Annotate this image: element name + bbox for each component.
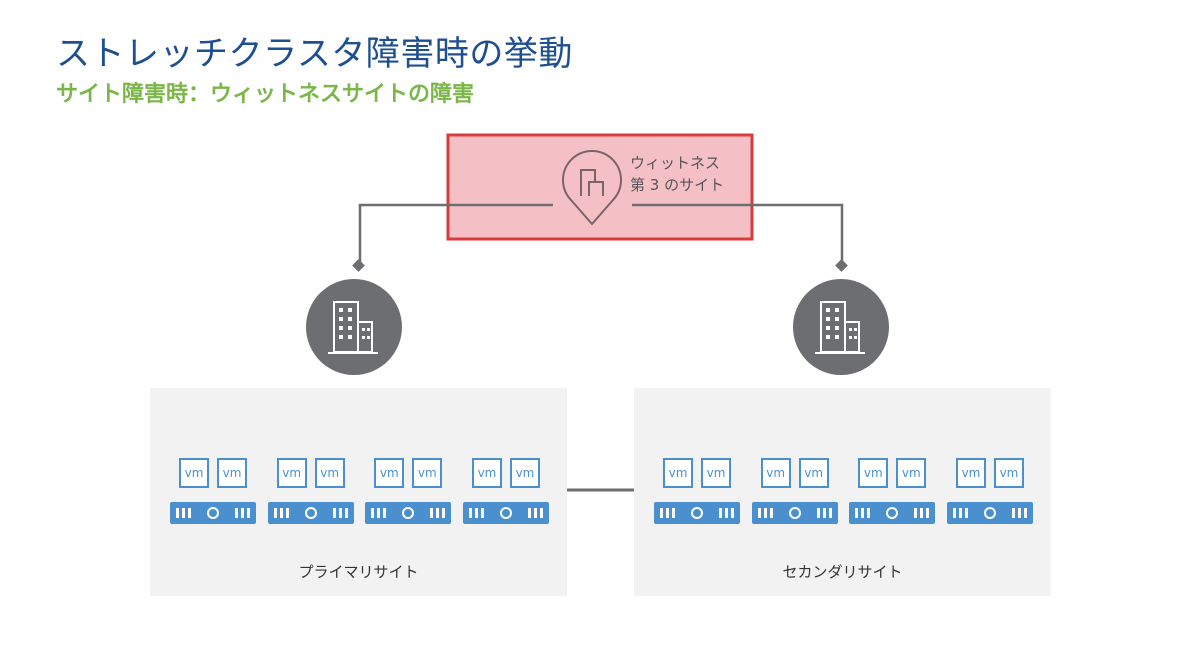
vm-icon: vm — [798, 458, 829, 488]
witness-site-label: ウィットネス 第 3 のサイト — [630, 152, 724, 196]
primary-building-icon — [306, 279, 402, 375]
witness-label-line2: 第 3 のサイト — [630, 176, 725, 194]
witness-label-line1: ウィットネス — [630, 154, 721, 172]
site-label: プライマリサイト — [298, 563, 419, 581]
location-pin-icon — [562, 150, 622, 226]
primary-connector-node — [352, 259, 365, 272]
vm-icon: vm — [374, 458, 405, 488]
vm-icon: vm — [217, 458, 247, 488]
secondary-building-icon — [793, 279, 889, 375]
witness-to-primary-connector — [358, 203, 553, 265]
vm-icon: vm — [896, 458, 927, 488]
vm-icon: vm — [509, 458, 540, 488]
page-subtitle: サイト障害時：ウィットネスサイトの障害 — [56, 82, 475, 107]
witness-to-secondary-connector — [632, 203, 844, 265]
page-title: ストレッチクラスタ障害時の挙動 — [56, 34, 573, 74]
server-icon — [946, 502, 1033, 524]
secondary-connector-node — [835, 259, 848, 272]
vm-icon: vm — [993, 458, 1024, 488]
server-icon — [751, 502, 838, 524]
vm-icon: vm — [314, 458, 345, 488]
server-icon — [267, 502, 354, 524]
server-icon — [170, 502, 256, 524]
vm-icon: vm — [701, 458, 731, 488]
vm-icon: vm — [471, 458, 502, 488]
vm-icon: vm — [760, 458, 791, 488]
vm-icon: vm — [663, 458, 693, 488]
server-icon — [654, 502, 740, 524]
vm-icon: vm — [179, 458, 209, 488]
site-label: セカンダリサイト — [782, 563, 903, 581]
server-icon — [849, 502, 936, 524]
server-icon — [365, 502, 452, 524]
vm-icon: vm — [412, 458, 443, 488]
vm-icon: vm — [858, 458, 889, 488]
vm-icon: vm — [955, 458, 986, 488]
vm-icon: vm — [276, 458, 307, 488]
server-icon — [462, 502, 549, 524]
